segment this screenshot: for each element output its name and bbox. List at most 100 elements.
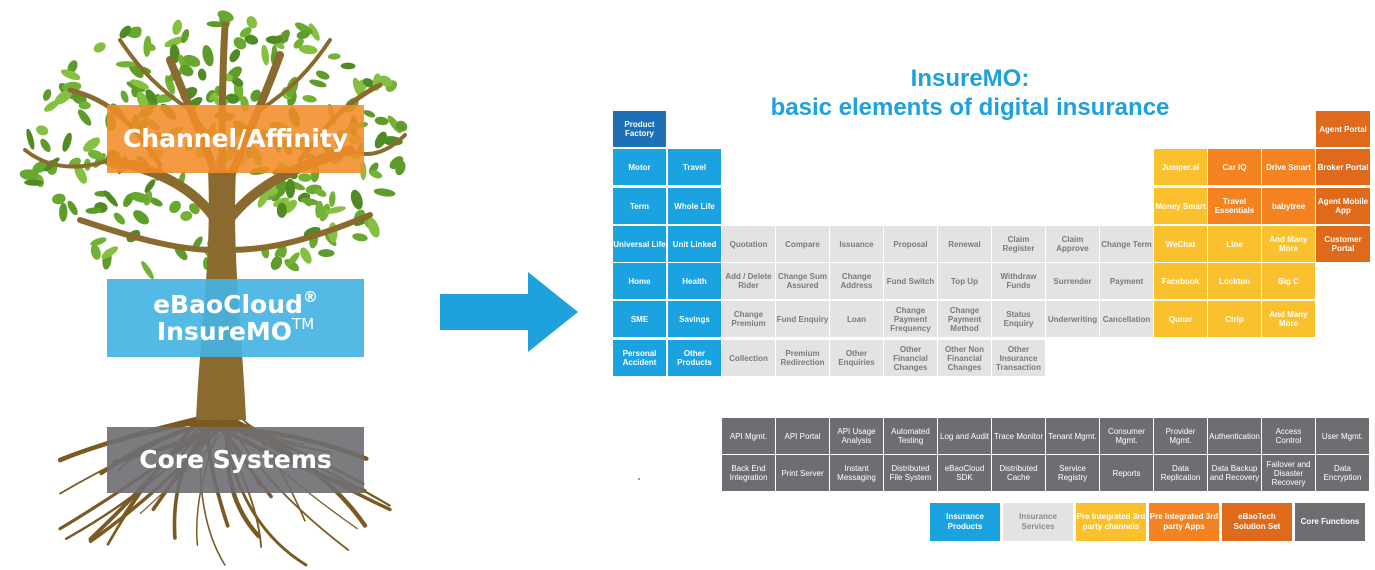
tree-leaf — [285, 178, 295, 199]
tree-leaf — [101, 246, 119, 259]
tree-leaf — [329, 191, 336, 207]
third-party-cell: Line — [1208, 226, 1261, 262]
core-function-cell: Consumer Mgmt. — [1100, 418, 1153, 454]
tree-branch — [23, 148, 112, 169]
tree-leaf — [40, 138, 51, 153]
tree-leaf — [314, 188, 327, 197]
tree-leaf — [87, 150, 104, 160]
tree-leaf — [294, 22, 313, 35]
legend-item: eBaoTech Solution Set — [1222, 503, 1292, 541]
core-function-cell: Data Backup and Recovery — [1208, 455, 1261, 491]
tree-leaf — [300, 197, 320, 206]
insurance-service-cell: Other Non Financial Changes — [938, 340, 991, 376]
tree-leaf — [129, 192, 150, 203]
insurance-service-cell: Change Address — [830, 263, 883, 299]
third-party-cell: Qunar — [1154, 301, 1207, 337]
channel-affinity-label: Channel/Affinity — [122, 124, 349, 154]
tree-leaf — [261, 44, 270, 66]
insurance-product-cell: SME — [613, 301, 666, 337]
tree-leaf — [246, 16, 258, 29]
tree-leaf — [373, 188, 396, 197]
tree-leaf — [239, 27, 252, 38]
insurance-product-cell: Personal Accident — [613, 340, 666, 376]
tree-branch — [118, 38, 192, 112]
core-function-cell: Log and Audit — [938, 418, 991, 454]
core-function-cell: API Portal — [776, 418, 829, 454]
tree-leaf — [293, 38, 304, 49]
insurance-service-cell: Surrender — [1046, 263, 1099, 299]
legend-item: Insurance Services — [1003, 503, 1073, 541]
insurance-product-cell: Other Products — [668, 340, 721, 376]
tree-leaf — [85, 207, 102, 214]
tree-leaf — [83, 137, 101, 152]
channel-affinity-band: Channel/Affinity — [107, 105, 364, 173]
tree-branch — [227, 212, 373, 253]
insurance-service-cell: Proposal — [884, 226, 937, 262]
tree-leaf — [169, 200, 181, 214]
insurance-service-cell: Quotation — [722, 226, 775, 262]
tree-leaf — [115, 61, 137, 68]
core-function-cell: Service Registry — [1046, 455, 1099, 491]
tree-leaf — [308, 23, 320, 41]
tree-leaf — [149, 197, 163, 207]
insurance-product-cell: Universal Life — [613, 226, 666, 262]
tree-leaf — [93, 42, 106, 53]
core-function-cell: Failover and Disaster Recovery — [1262, 455, 1315, 491]
tree-leaf — [67, 60, 78, 74]
third-party-cell: Ctrip — [1208, 301, 1261, 337]
insurance-product-cell: Motor — [613, 149, 666, 185]
tree-leaf — [300, 247, 312, 264]
insurance-product-cell: Unit Linked — [668, 226, 721, 262]
tree-leaf — [26, 128, 35, 150]
stray-dot — [638, 478, 640, 480]
tree-leaf — [54, 89, 72, 105]
tree-branch — [77, 217, 218, 253]
tree-leaf — [180, 211, 193, 221]
solution-set-cell: Agent Portal — [1316, 111, 1370, 147]
insurance-service-cell: Underwriting — [1046, 301, 1099, 337]
third-party-cell: Lockton — [1208, 263, 1261, 299]
tree-leaf — [367, 217, 380, 238]
tree-leaf — [119, 25, 132, 39]
tree-leaf — [144, 179, 156, 193]
tree-leaf — [172, 19, 183, 35]
product-factory-cell: Product Factory — [613, 111, 666, 147]
core-function-cell: Authentication — [1208, 418, 1261, 454]
tree-leaf — [324, 206, 346, 214]
insurance-service-cell: Claim Approve — [1046, 226, 1099, 262]
core-function-cell: Tenant Mgmt. — [1046, 418, 1099, 454]
core-function-cell: Instant Messaging — [830, 455, 883, 491]
tree-leaf — [74, 164, 87, 184]
legend-item: Insurance Products — [930, 503, 1000, 541]
insurance-service-cell: Other Enquiries — [830, 340, 883, 376]
tree-leaf — [130, 79, 149, 90]
tree-leaf — [315, 70, 330, 80]
insurance-product-cell: Term — [613, 188, 666, 224]
tree-leaf — [133, 210, 150, 225]
tree-leaf — [362, 78, 375, 88]
insurance-product-cell: Whole Life — [668, 188, 721, 224]
insurance-service-cell: Other Insurance Transaction — [992, 340, 1045, 376]
tree-leaf — [374, 131, 387, 149]
right-arrow-icon — [440, 272, 578, 352]
third-party-cell: WeChat — [1154, 226, 1207, 262]
tree-leaf — [42, 89, 52, 101]
tree-leaf — [183, 54, 201, 67]
tree-leaf — [250, 89, 262, 102]
tree-leaf — [296, 30, 310, 39]
third-party-cell: Big C — [1262, 263, 1315, 299]
solution-set-cell: Agent Mobile App — [1316, 188, 1370, 224]
core-function-cell: API Mgmt. — [722, 418, 775, 454]
tree-leaf — [52, 193, 66, 205]
insurance-service-cell: Change Term — [1100, 226, 1153, 262]
core-function-cell: API Usage Analysis — [830, 418, 883, 454]
core-function-cell: Automated Testing — [884, 418, 937, 454]
tree-leaf — [298, 44, 318, 55]
tree-leaf — [189, 203, 200, 215]
insurance-service-cell: Change Sum Assured — [776, 263, 829, 299]
core-function-cell: Print Server — [776, 455, 829, 491]
tree-leaf — [318, 249, 335, 258]
tree-leaf — [374, 116, 389, 126]
tree-leaf — [126, 81, 146, 92]
tree-leaf — [67, 200, 78, 216]
